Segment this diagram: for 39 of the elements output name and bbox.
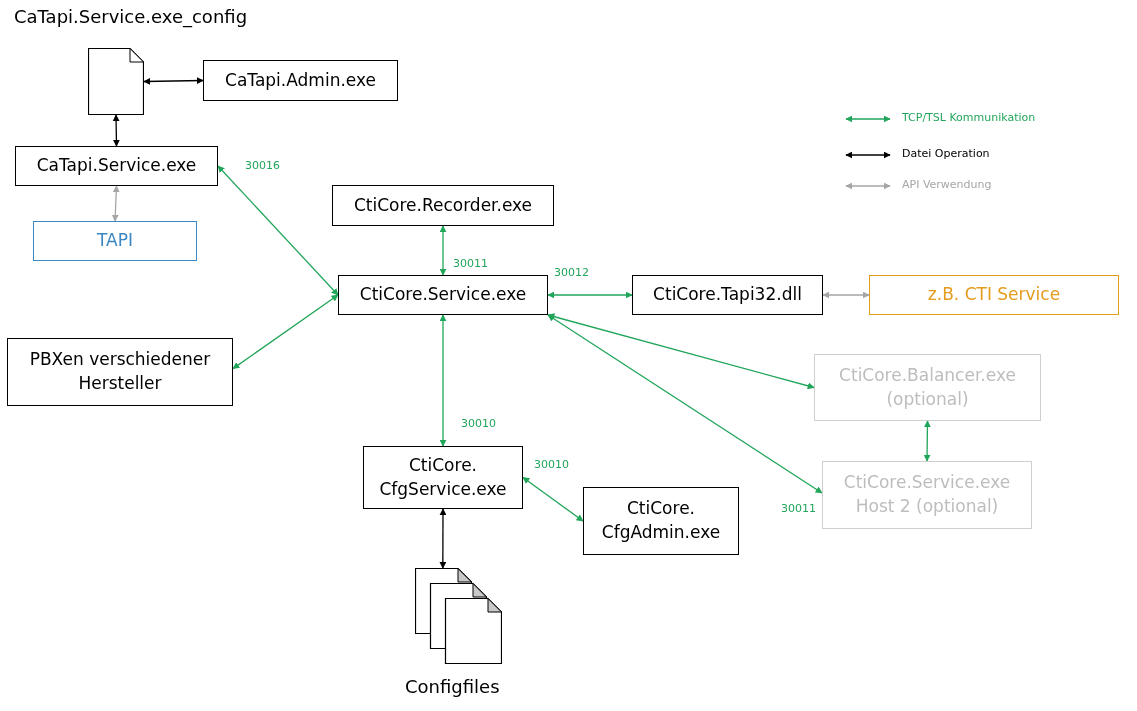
connector-arrow bbox=[112, 114, 120, 147]
legend-text: TCP/TSL Kommunikation bbox=[902, 111, 1036, 124]
process-box: CtiCore.Service.exe bbox=[338, 275, 548, 315]
connector-arrow bbox=[547, 313, 815, 390]
file-label: Configfiles bbox=[405, 676, 500, 697]
connector-arrow bbox=[232, 294, 339, 370]
process-box: CaTapi.Service.exe bbox=[15, 146, 218, 186]
port-label: 30010 bbox=[533, 458, 570, 471]
document-icon bbox=[88, 48, 144, 115]
process-box: CaTapi.Admin.exe bbox=[203, 60, 398, 101]
connector-arrow bbox=[547, 291, 633, 299]
connector-arrow bbox=[547, 314, 823, 494]
connector-arrow bbox=[522, 476, 584, 522]
process-box: CtiCore.Service.exe Host 2 (optional) bbox=[822, 461, 1032, 529]
port-label: 30011 bbox=[452, 257, 489, 270]
port-label: 30010 bbox=[460, 417, 497, 430]
connector-arrow bbox=[439, 508, 447, 569]
process-box: CtiCore.Recorder.exe bbox=[332, 185, 554, 226]
connector-arrow bbox=[111, 185, 120, 222]
process-box: z.B. CTI Service bbox=[869, 275, 1119, 315]
process-box: CtiCore. CfgAdmin.exe bbox=[583, 487, 739, 555]
process-box: TAPI bbox=[33, 221, 197, 261]
file-label: CaTapi.Service.exe_config bbox=[14, 6, 248, 27]
connector-arrow bbox=[143, 77, 204, 85]
connector-arrow bbox=[217, 165, 339, 296]
port-label: 30011 bbox=[780, 502, 817, 515]
process-box: CtiCore. CfgService.exe bbox=[363, 446, 523, 509]
process-box: CtiCore.Tapi32.dll bbox=[632, 275, 823, 315]
document-stack-icon bbox=[415, 568, 502, 664]
port-label: 30016 bbox=[244, 159, 281, 172]
connector-arrow bbox=[439, 314, 447, 447]
legend-text: Datei Operation bbox=[902, 147, 990, 160]
port-label: 30012 bbox=[553, 266, 590, 279]
connector-arrow bbox=[439, 225, 447, 276]
process-box: PBXen verschiedener Hersteller bbox=[7, 338, 233, 406]
connector-arrow bbox=[822, 291, 870, 299]
connector-arrow bbox=[923, 420, 931, 462]
process-box: CtiCore.Balancer.exe (optional) bbox=[814, 354, 1041, 421]
legend-text: API Verwendung bbox=[902, 178, 992, 191]
